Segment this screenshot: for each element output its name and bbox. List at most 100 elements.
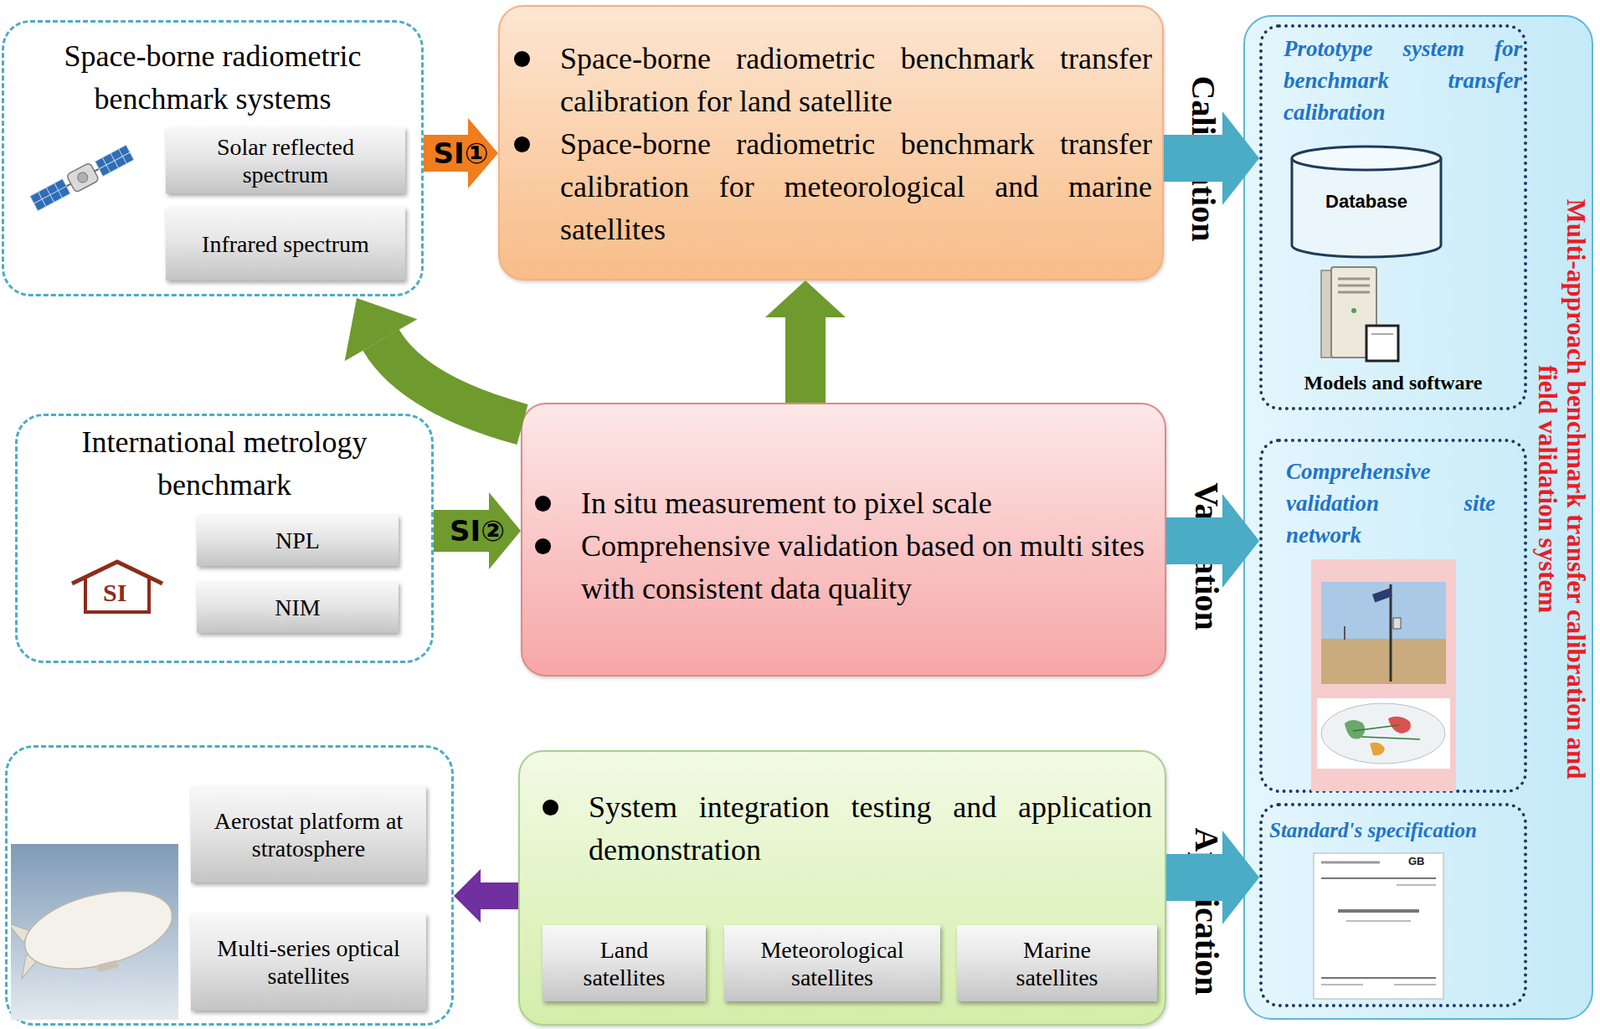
spectrum-box: Infrared spectrum [165,206,406,281]
box-label: Solar reflected spectrum [180,133,391,189]
box-label: Meteorological satellites [740,936,925,992]
site-network-box: Comprehensive validation site network [1259,438,1528,793]
cylinder-body [1291,158,1441,258]
vertical-title-wrap: Multi-approach benchmark transfer calibr… [1533,187,1590,791]
arrow-shape [765,280,846,403]
site-photos-part [1353,725,1400,731]
server-icon-part [1337,277,1370,281]
arrow-label: SI② [449,514,505,548]
server-icon-part [1371,333,1394,335]
airship-photo [10,843,179,1020]
satellite-box: Meteorological satellites [724,925,941,1002]
application-box: System integration testing and applicati… [518,750,1167,1026]
prototype-box: Prototype system for benchmark transfer … [1259,24,1528,411]
box-label: Aerostat platform at stratosphere [208,807,410,863]
server-icon-part [1366,325,1399,361]
arrow-shape [433,492,521,570]
site-photos-part [1372,588,1393,603]
platform-box: Aerostat platform at stratosphere [190,786,427,883]
bullet-text: Comprehensive validation based on multi … [581,524,1145,611]
site-photos [1311,559,1456,792]
box-label: Multi-series optical satellites [208,934,410,990]
bullet-text: System integration testing and applicati… [588,786,1153,872]
arrow-label: SI① [433,136,489,170]
satellite-icon-part [98,152,130,170]
standard-document [1312,852,1445,1000]
institute-box: NIM [196,581,399,633]
arrow-label: SI② [384,348,449,409]
block-arrow [453,869,519,923]
icon-text-wrap: SI [102,578,127,608]
satellite-icon [22,140,141,217]
site-photos-part [1369,742,1385,756]
standard-document-part [1321,877,1436,880]
server-icon [1316,263,1404,365]
satellite-icon-part [66,162,100,193]
logo-text-wrap: GB [1408,854,1426,868]
calibration-box: Space-borne radiometric benchmark transf… [498,5,1164,281]
standard-document-part [1313,853,1444,999]
metrology-group: International metrology benchmarkNPL NIM [15,413,434,664]
standard-document-part [1321,983,1364,986]
icon-text: SI [102,578,127,608]
system-panel: Multi-approach benchmark transfer calibr… [1243,15,1594,1020]
bullet-text: In situ measurement to pixel scale [581,482,1145,525]
site-photos-part [1311,559,1456,792]
curved-arrow-body [380,339,523,425]
site-photos-part [1321,581,1446,685]
arrow-label-wrap: Validation [1187,482,1227,630]
box-label: NIM [274,593,320,622]
site-photos-part [1321,703,1446,764]
text-column: System integration testing and applicati… [588,786,1153,872]
platform-box: Multi-series optical satellites [190,913,427,1011]
cylinder-label: Database [1325,190,1408,213]
arrow-label: SI② [788,313,823,370]
group-title: International metrology benchmark [40,421,409,507]
arrow-shape [453,869,519,923]
server-icon-part [1337,284,1370,288]
server-icon-part [1351,308,1357,314]
site-photos-part [1361,736,1420,740]
satellite-icon-part [76,170,90,185]
block-arrow [344,298,523,425]
site-photos-part [1393,617,1401,629]
standard-box: Standard's specification [1259,802,1528,1008]
standard-document-part [1321,977,1436,979]
airship-photo-part [16,877,179,983]
satellite-icon-part [94,169,99,172]
caption-wrap: Models and software [1262,370,1524,395]
box-label: Infrared spectrum [201,230,370,258]
platform-group: Aerostat platform at stratosphereMulti-s… [5,745,454,1026]
italic-heading: Prototype system for benchmark transfer … [1283,32,1523,129]
airship-photo-part [96,959,119,973]
arrow-label-wrap: SI② [384,348,449,409]
heading-wrap: Comprehensive validation site network [1286,455,1496,551]
heading-wrap: Standard's specification [1269,814,1524,847]
site-photos-part [1343,626,1346,640]
standard-document-part [1337,909,1420,913]
arrow-label-wrap: SI② [788,313,823,370]
cylinder-top [1291,146,1441,170]
satellite-box: Marine satellites [956,925,1158,1002]
bullet-text: Space-borne radiometric benchmark transf… [560,37,1153,124]
arrow-label: Application [1187,827,1227,995]
box-label: NPL [275,526,320,555]
system-group: Space-borne radiometric benchmark system… [1,20,424,297]
arrow-label-wrap: Calibration [1183,75,1224,242]
text-column: In situ measurement to pixel scaleCompre… [581,482,1145,611]
institute-box: NPL [196,514,399,566]
box-label: Land satellites [561,936,688,992]
group-title: Space-borne radiometric benchmark system… [28,35,397,121]
site-photos-part [1321,638,1446,685]
spectrum-box: Solar reflected spectrum [165,127,406,194]
arrow-label-wrap: SI① [433,136,489,170]
standard-document-part [1394,983,1436,986]
block-arrow [433,492,521,570]
site-photos-part [1388,716,1411,734]
airship-photo-part [10,877,179,991]
arrow-shape [423,118,499,189]
logo-text: GB [1408,854,1426,868]
site-photos-part [1389,584,1393,682]
block-arrow [423,118,499,189]
caption: Models and software [1262,370,1524,395]
